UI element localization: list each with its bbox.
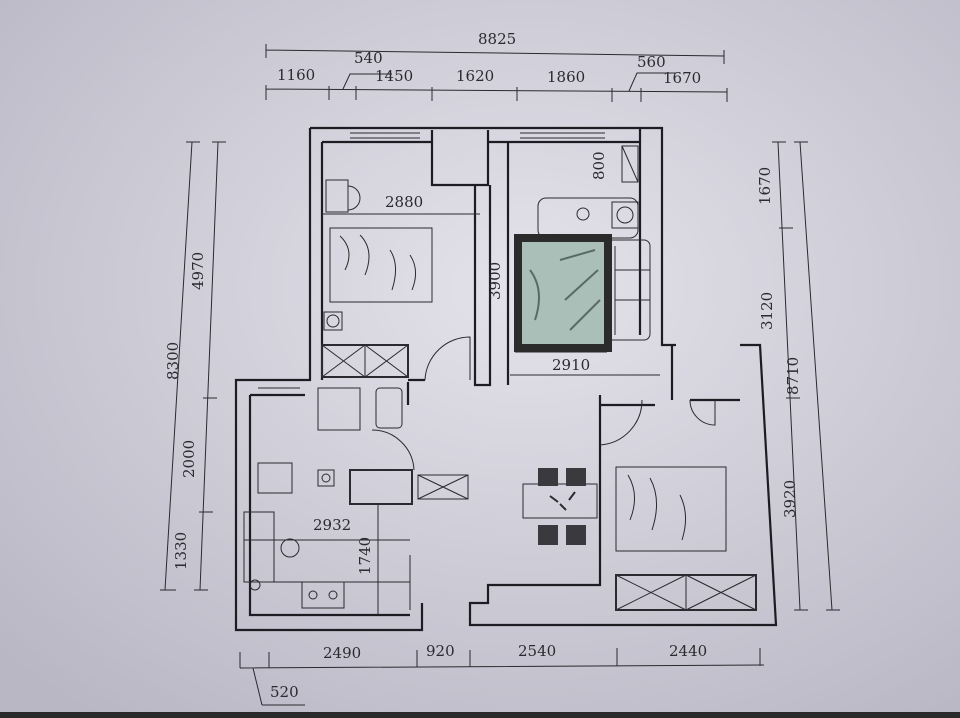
dim-top-5: 1860: [547, 68, 585, 86]
dim-left-total: 8300: [164, 342, 182, 380]
left-dimensions: [160, 141, 226, 591]
dim-right-2: 3120: [758, 292, 776, 330]
dim-cabinet: 800: [590, 151, 608, 180]
dim-left-3: 1330: [172, 532, 190, 570]
dim-top-7: 1670: [663, 69, 701, 87]
dim-top-1: 1160: [277, 66, 315, 84]
dim-kitchen-width: 2932: [313, 516, 351, 534]
right-dimensions: [772, 141, 840, 611]
dim-left-2: 2000: [180, 440, 198, 478]
top-dimensions: [265, 44, 728, 102]
dim-living-depth: 3900: [486, 262, 504, 300]
dim-top-4: 1620: [456, 67, 494, 85]
dim-bottom-4: 2540: [518, 642, 556, 660]
dim-right-3: 3920: [781, 480, 799, 518]
kitchen: [243, 462, 411, 615]
dim-bottom-2: 2490: [323, 644, 361, 662]
bottom-dimensions: [239, 648, 765, 706]
bedroom-2: [615, 399, 757, 611]
dim-bottom-5: 2440: [669, 642, 707, 660]
rug: [522, 242, 604, 344]
dim-kitchen-depth: 1740: [356, 537, 374, 575]
dim-top-total: 8825: [478, 30, 516, 48]
dim-bedroom1-width: 2880: [385, 193, 423, 211]
windows: [258, 132, 605, 389]
walls: [234, 126, 778, 632]
bathroom: [317, 387, 469, 505]
dim-left-1: 4970: [189, 252, 207, 290]
dim-bottom-3: 920: [426, 642, 455, 660]
dim-top-2: 540: [354, 49, 383, 67]
dim-top-3: 1450: [375, 67, 413, 85]
dim-right-1: 1670: [756, 167, 774, 205]
dim-living-width: 2910: [552, 356, 590, 374]
dim-top-6: 560: [637, 53, 666, 71]
photo-edge: [0, 712, 960, 718]
dining-table: [522, 468, 598, 545]
dim-right-total: 8710: [784, 357, 802, 395]
bedroom-1: [321, 179, 480, 381]
rug-pattern: [529, 249, 601, 331]
dim-bottom-1: 520: [270, 683, 299, 701]
